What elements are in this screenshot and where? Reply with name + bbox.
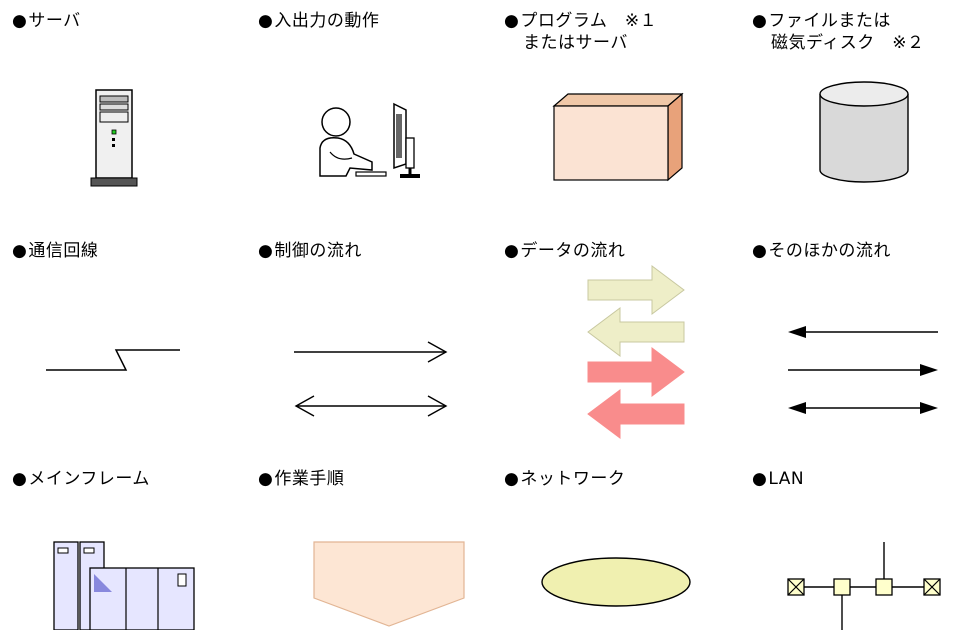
cylinder-icon: [818, 80, 910, 186]
bullet: ●: [12, 469, 28, 489]
label-text: 作業手順: [274, 469, 345, 489]
server-icon: [90, 88, 142, 188]
bullet: ●: [258, 469, 274, 489]
solid-arrows-icon: [786, 322, 942, 418]
label-text: メインフレーム: [28, 469, 150, 489]
label-text-line2: またはサーバ: [523, 33, 628, 53]
item-label: ●データの流れ: [504, 240, 625, 262]
item-label: ●LAN: [752, 468, 804, 490]
item-label: ●入出力の動作: [258, 10, 379, 32]
bullet: ●: [258, 11, 274, 31]
open-arrows-icon: [292, 338, 450, 418]
pentagon-icon: [312, 540, 468, 630]
bullet: ●: [504, 469, 520, 489]
label-text: データの流れ: [520, 241, 626, 261]
block-arrows-icon: [586, 264, 686, 444]
item-label: ●ネットワーク: [504, 468, 625, 490]
label-text: LAN: [768, 469, 805, 489]
label-text-line2: 磁気ディスク ※２: [771, 33, 925, 53]
label-text: サーバ: [28, 11, 81, 31]
label-text: そのほかの流れ: [768, 241, 891, 261]
label-text: ファイルまたは: [768, 11, 891, 31]
mainframe-icon: [52, 540, 198, 630]
bullet: ●: [752, 11, 768, 31]
label-text: 入出力の動作: [274, 11, 380, 31]
item-label: ●プログラム ※１ またはサーバ: [504, 10, 657, 54]
ellipse-icon: [540, 556, 692, 608]
bullet: ●: [258, 241, 274, 261]
label-text: 制御の流れ: [274, 241, 362, 261]
box-icon: [552, 92, 684, 182]
item-label: ●作業手順: [258, 468, 344, 490]
bullet: ●: [12, 11, 28, 31]
item-label: ●通信回線: [12, 240, 98, 262]
person-computer-icon: [316, 102, 422, 184]
lan-icon: [786, 540, 942, 630]
bullet: ●: [752, 469, 768, 489]
item-label: ●そのほかの流れ: [752, 240, 891, 262]
label-text: ネットワーク: [520, 469, 626, 489]
bullet: ●: [752, 241, 768, 261]
item-label: ●制御の流れ: [258, 240, 362, 262]
item-label: ●ファイルまたは 磁気ディスク ※２: [752, 10, 925, 54]
bullet: ●: [504, 11, 520, 31]
label-text: 通信回線: [28, 241, 99, 261]
lightning-line-icon: [46, 346, 182, 376]
item-label: ●メインフレーム: [12, 468, 150, 490]
bullet: ●: [12, 241, 28, 261]
item-label: ●サーバ: [12, 10, 81, 32]
bullet: ●: [504, 241, 520, 261]
label-text: プログラム ※１: [520, 11, 658, 31]
